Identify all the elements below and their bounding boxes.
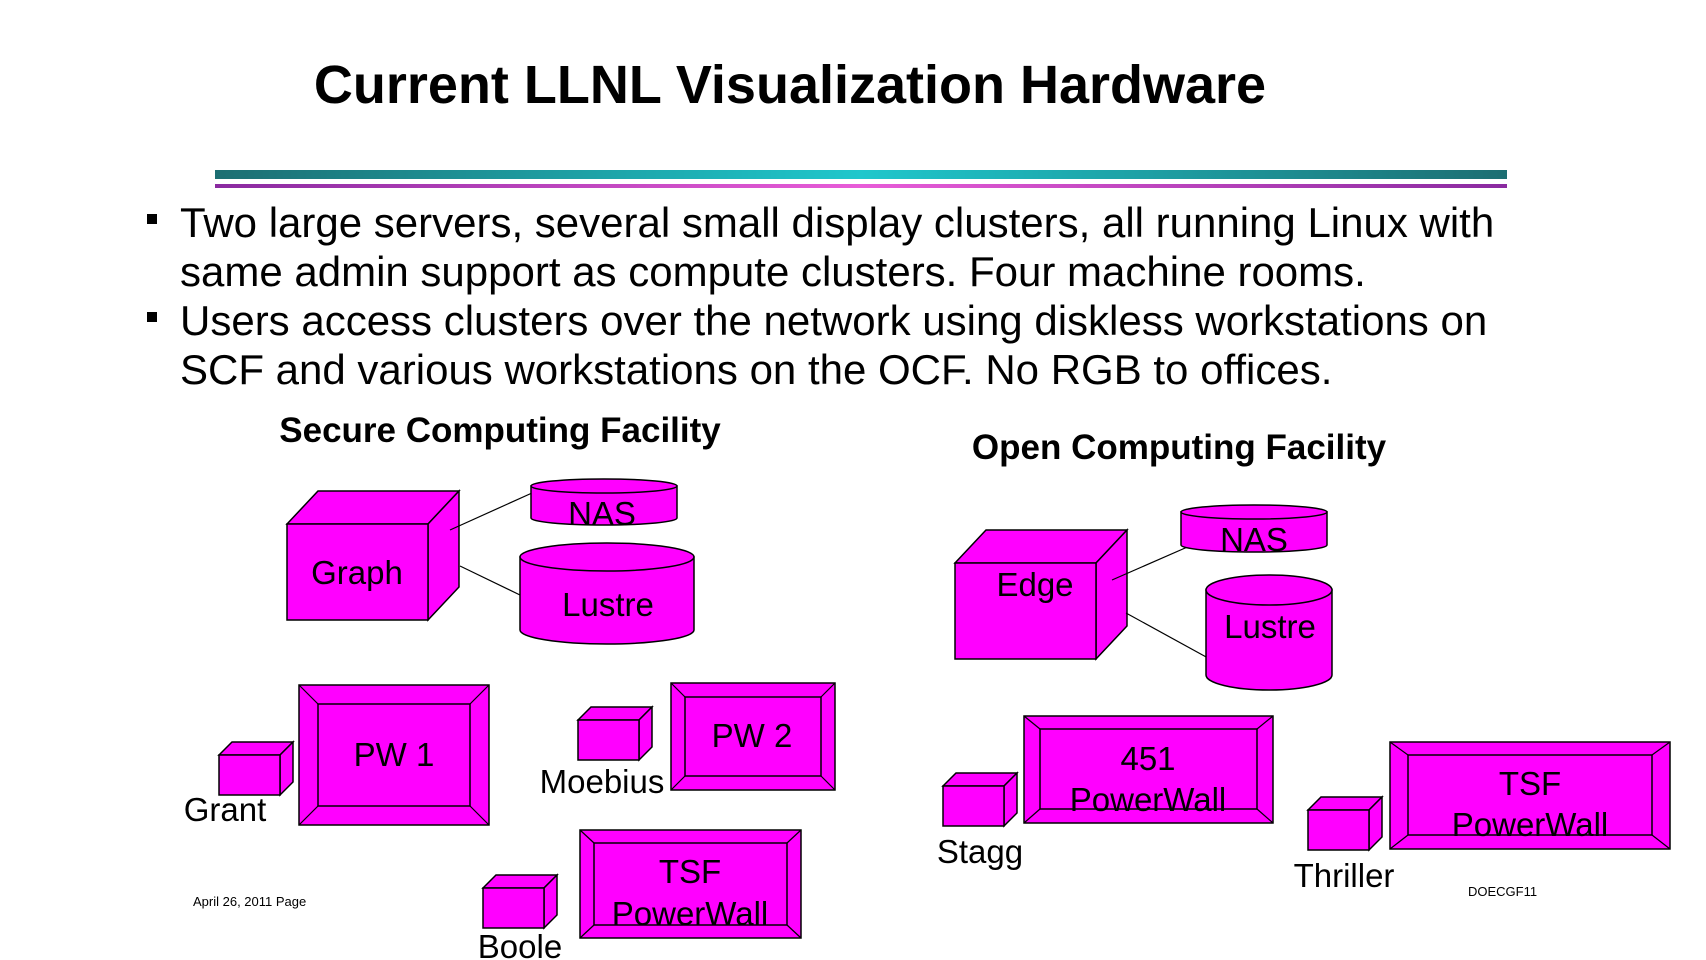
thriller-label: Thriller — [1294, 857, 1395, 894]
boole-cube — [481, 873, 559, 930]
bullet-text: Two large servers, several small display… — [180, 199, 1495, 295]
connector-line — [459, 565, 521, 596]
thriller-cube — [1306, 795, 1384, 852]
pw451-powerwall — [1023, 715, 1274, 824]
graph-server-cube — [285, 489, 461, 622]
ocf-tsf-label-line1: TSF — [1499, 765, 1561, 802]
nas-cylinder — [530, 478, 678, 526]
bullet-square-icon — [147, 214, 157, 224]
pw1-powerwall — [298, 684, 490, 826]
title-rule-magenta — [215, 184, 1507, 188]
bullet-text: Users access clusters over the network u… — [180, 297, 1488, 393]
stagg-label: Stagg — [937, 833, 1023, 870]
footer-conference: DOECGF11 — [1468, 884, 1538, 899]
scf-heading: Secure Computing Facility — [279, 411, 721, 450]
scf-tsf-powerwall — [579, 829, 802, 939]
grant-cube — [217, 740, 295, 797]
slide-title: Current LLNL Visualization Hardware — [313, 55, 1267, 115]
nas-label: NAS — [568, 495, 636, 532]
pw2-label: PW 2 — [712, 717, 793, 754]
connector-line — [1111, 544, 1193, 581]
grant-label: Grant — [184, 791, 267, 828]
connector-line — [449, 492, 533, 531]
ocf-nas-cylinder — [1180, 504, 1328, 553]
lustre-cylinder — [519, 542, 695, 645]
ocf-tsf-powerwall — [1389, 741, 1671, 850]
bullet-square-icon — [147, 312, 157, 322]
boole-label: Boole — [478, 928, 562, 960]
moebius-label: Moebius — [540, 763, 665, 800]
stagg-cube — [941, 771, 1019, 828]
bullet-item: Two large servers, several small display… — [145, 198, 1565, 296]
pw451-label-line1: 451 — [1120, 740, 1175, 777]
footer-date: April 26, 2011 Page — [193, 894, 307, 909]
bullet-item: Users access clusters over the network u… — [145, 296, 1565, 394]
edge-label: Edge — [996, 566, 1073, 603]
bullet-list: Two large servers, several small display… — [145, 198, 1565, 394]
edge-server-cube — [953, 528, 1129, 661]
pw451-label-line2: PowerWall — [1070, 781, 1226, 818]
connector-line — [1125, 612, 1209, 659]
graph-label: Graph — [311, 554, 403, 591]
title-rule-teal — [215, 170, 1507, 179]
moebius-cube — [576, 705, 654, 762]
ocf-lustre-cylinder — [1205, 574, 1333, 691]
scf-tsf-label-line1: TSF — [659, 853, 721, 890]
ocf-heading: Open Computing Facility — [972, 428, 1387, 467]
ocf-nas-label: NAS — [1220, 521, 1288, 558]
pw2-powerwall — [670, 682, 836, 791]
scf-tsf-label-line2: PowerWall — [612, 895, 768, 932]
lustre-label: Lustre — [562, 586, 654, 623]
ocf-lustre-label: Lustre — [1224, 608, 1316, 645]
ocf-tsf-label-line2: PowerWall — [1452, 806, 1608, 843]
pw1-label: PW 1 — [354, 736, 435, 773]
